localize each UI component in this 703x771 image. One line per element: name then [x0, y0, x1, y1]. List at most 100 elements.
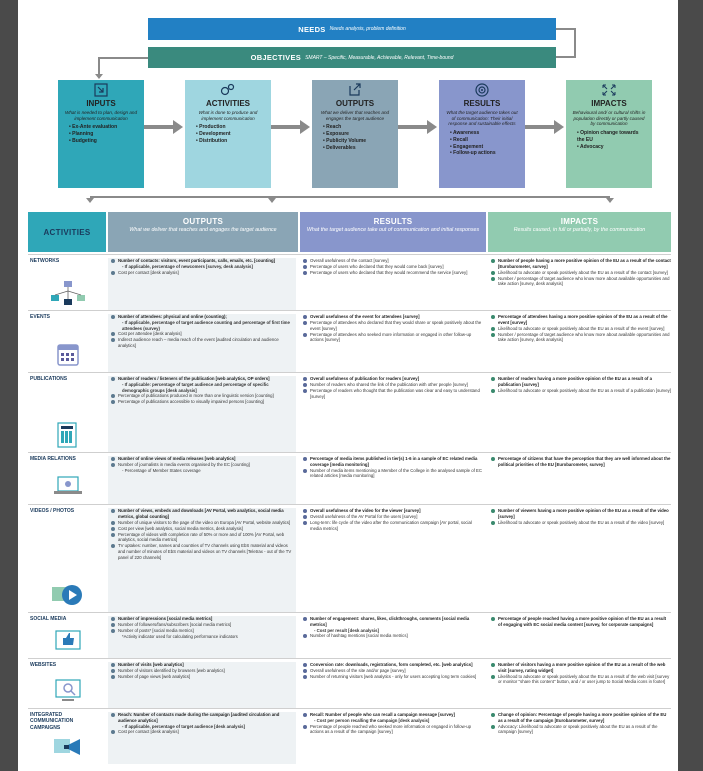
outputs-header: OUTPUTS What we deliver that reaches and…	[108, 212, 298, 252]
indicator-item: Percentage of attendees who declared tha…	[303, 320, 484, 331]
flow-box-list: ProductionDevelopmentDistribution	[190, 124, 266, 144]
flow-box-item: Advocacy	[577, 144, 647, 151]
laptop-icon	[48, 473, 88, 499]
impacts-cell: Number of visitors having a more positiv…	[488, 662, 671, 685]
indicator-item: Number of journalists in media events or…	[111, 462, 294, 468]
arrow-down-1	[86, 198, 94, 203]
impacts-cell: Percentage of people reached having a mo…	[488, 616, 671, 628]
calendar-icon	[48, 341, 88, 367]
flow-box-item: Awareness	[450, 130, 520, 137]
indicator-item: Number of contacts: visitors, event part…	[111, 258, 294, 264]
indicator-item: Number of readers having a more positive…	[491, 376, 671, 387]
activity-label: SOCIAL MEDIA	[30, 616, 67, 622]
indicator-item: Number of readers / listeners of the pub…	[111, 376, 294, 382]
indicator-item: Number of visits [web analytics]	[111, 662, 294, 668]
indicator-item: *Activity indicator used for calculating…	[122, 634, 238, 640]
outputs-cell: Number of attendees: physical and online…	[108, 314, 296, 372]
flow-box-description: What is needed to plan, design and imple…	[64, 110, 138, 121]
flow-arrow-shaft	[525, 125, 555, 129]
flow-box-item: Reach	[323, 124, 393, 131]
table-row: Number of contacts: visitors, event part…	[28, 254, 671, 310]
indicator-item: Overall usefulness of the event for atte…	[303, 314, 484, 320]
indicator-item: Number of impressions [social media metr…	[111, 616, 294, 622]
indicator-item: Percentage of publications accessible to…	[111, 399, 294, 405]
indicator-item: Overall usefulness of the site and/or pa…	[303, 668, 484, 674]
flow-box-item: Planning	[69, 131, 139, 138]
needs-subtitle: Needs analysis, problem definition	[329, 26, 406, 32]
flow-box-item: Distribution	[196, 138, 266, 145]
indicator-item: Long-term: life cycle of the video after…	[303, 520, 484, 531]
indicator-table: ACTIVITIES OUTPUTS What we deliver that …	[28, 212, 671, 764]
flow-box-title: IMPACTS	[591, 99, 627, 108]
indicator-item: Number of visitors having a more positiv…	[491, 662, 671, 673]
flow-box-title: ACTIVITIES	[205, 99, 250, 108]
flow-box-description: What we deliver that reaches and engages…	[320, 110, 390, 121]
indicator-item: - If applicable, percentage of target au…	[122, 723, 245, 729]
impacts-cell: Number of people having a more positive …	[488, 258, 671, 287]
indicator-item: Advocacy: Likelihood to advocate or spea…	[491, 724, 671, 735]
target-icon	[444, 83, 520, 99]
flow-box-title: INPUTS	[86, 99, 116, 108]
indicator-item: Number of attendees: physical and online…	[111, 314, 294, 320]
indicator-item: Cost per view [web analytics, social med…	[111, 526, 294, 532]
outputs-header-subtitle: What we deliver that reaches and engages…	[129, 227, 277, 233]
flow-box-list: ReachExposurePublicity VolumeDeliverable…	[317, 124, 393, 151]
indicator-item: Likelihood to advocate or speak positive…	[491, 520, 671, 526]
connector-right-vertical	[556, 28, 576, 30]
flow-box-inputs: INPUTS What is needed to plan, design and…	[58, 80, 144, 188]
indicator-item: - Cost per person recalling the campaign…	[314, 718, 430, 724]
flow-box-list: AwarenessRecallEngagementFollow-up actio…	[444, 130, 520, 157]
table-row: Number of views, embeds and downloads [A…	[28, 504, 671, 612]
indicator-item: Likelihood to advocate or speak positive…	[491, 388, 671, 394]
flow-box-item: Exposure	[323, 131, 393, 138]
results-header: RESULTS What the target audience take ou…	[300, 212, 486, 252]
connector-left-down	[98, 57, 100, 75]
indicator-item: Number of visitors identified by browser…	[111, 668, 294, 674]
flow-box-item: Follow-up actions	[450, 150, 520, 157]
results-header-title: RESULTS	[373, 217, 413, 226]
indicator-item: Number / percentage of target audience w…	[491, 276, 671, 287]
activities-header-title: ACTIVITIES	[43, 227, 91, 237]
arrow-to-inputs	[95, 74, 103, 79]
outputs-cell: Number of online views of media releases…	[108, 456, 296, 504]
impacts-cell: Percentage of attendees having a more po…	[488, 314, 671, 343]
indicator-item: Number of posts* [social media metrics]	[111, 628, 294, 634]
flow-arrow-shaft	[144, 125, 174, 129]
indicator-item: Percentage of publications produced in m…	[111, 393, 294, 399]
arrow-down-3	[606, 198, 614, 203]
results-cell: Recall: Number of people who can recall …	[300, 712, 484, 735]
activity-label: NETWORKS	[30, 258, 60, 264]
flow-box-description: Behavioural and/ or cultural shifts in p…	[572, 110, 646, 127]
flow-box-title: RESULTS	[463, 99, 501, 108]
thumbs-up-icon	[48, 627, 88, 653]
flow-box-item: Engagement	[450, 144, 520, 151]
needs-title: NEEDS	[298, 24, 326, 34]
indicator-item: - Percentage of Member States coverage	[122, 468, 201, 474]
under-connector	[90, 196, 610, 198]
activity-label: INTEGRATED COMMUNICATION CAMPAIGNS	[30, 712, 74, 731]
flow-arrow-shaft	[271, 125, 301, 129]
flow-box-item: Opinion change towards the EU	[577, 130, 647, 144]
flow-box-title: OUTPUTS	[335, 99, 375, 108]
impacts-cell: Change of opinion: Percentage of people …	[488, 712, 671, 735]
indicator-item: Likelihood to advocate or speak positive…	[491, 326, 671, 332]
indicator-item: Percentage of citizens that have the per…	[491, 456, 671, 467]
indicator-item: Percentage of videos with completion rat…	[111, 532, 294, 543]
results-cell: Percentage of media items published in t…	[300, 456, 484, 479]
flow-box-list: Ex-Ante evaluationPlanningBudgeting	[63, 124, 139, 144]
table-row: Number of readers / listeners of the pub…	[28, 372, 671, 452]
indicator-item: Percentage of users who declared that th…	[303, 264, 484, 270]
results-cell: Conversion rate: downloads, registration…	[300, 662, 484, 680]
page: NEEDS Needs analysis, problem definition…	[18, 0, 678, 771]
flow-box-item: Deliverables	[323, 145, 393, 152]
inbox-arrow-icon	[63, 83, 139, 99]
indicator-item: Change of opinion: Percentage of people …	[491, 712, 671, 723]
outputs-header-title: OUTPUTS	[182, 217, 224, 226]
flow-arrow-head	[427, 120, 437, 134]
arrow-down-2	[268, 198, 276, 203]
video-play-icon	[48, 581, 88, 607]
indicator-item: Reach: Number of contacts made during th…	[111, 712, 294, 723]
flow-arrow-head	[300, 120, 310, 134]
